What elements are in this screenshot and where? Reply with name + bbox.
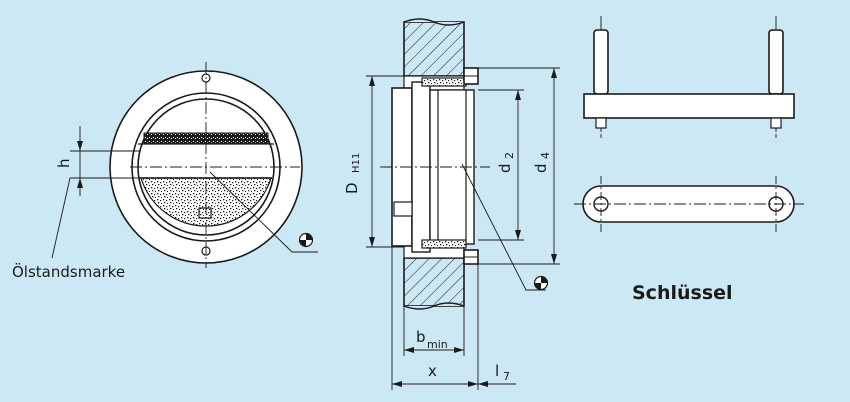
h-arrow-top <box>77 141 83 151</box>
key-stub-left <box>595 117 607 129</box>
d4-arrow-top <box>551 68 557 78</box>
b-label: b <box>416 328 426 346</box>
d2-sub-label: 2 <box>503 152 516 159</box>
b-arrow-left <box>404 347 414 353</box>
d4-arrow-bottom <box>551 254 557 264</box>
bottom-tab <box>198 207 212 219</box>
front-symbol-leader <box>209 171 318 253</box>
x-label: x <box>428 362 437 380</box>
D-label: D <box>343 182 361 194</box>
D-arrow-bottom <box>369 237 375 247</box>
wall-break-top <box>403 18 465 26</box>
oil-level-mark-label: Ölstandsmarke <box>12 262 125 281</box>
l7-sub-label: 7 <box>503 370 510 383</box>
flange-tab <box>393 201 413 217</box>
wall-lower <box>403 257 465 307</box>
d4-label: d <box>532 163 550 173</box>
section-symbol-leader <box>461 163 546 291</box>
d2-label: d <box>496 163 514 173</box>
key-bar-side <box>583 93 795 119</box>
front-view <box>51 62 318 268</box>
d4-sub-label: 4 <box>539 152 552 159</box>
wall-upper <box>403 21 465 77</box>
key-drawing <box>574 16 804 232</box>
seal-top <box>421 77 467 87</box>
D-tolerance-label: H11 <box>351 153 362 173</box>
h-label: h <box>55 158 73 168</box>
key-pin-left <box>593 29 609 95</box>
d2-arrow-top <box>515 90 521 100</box>
key-bar-top <box>582 185 795 223</box>
oil-mark-leader <box>51 177 71 259</box>
key-pin-right <box>768 29 784 95</box>
b-sub-label: min <box>427 338 448 351</box>
section-view <box>366 18 560 390</box>
l7-label: l <box>495 362 499 380</box>
h-arrow-bottom <box>77 178 83 188</box>
D-arrow-top <box>369 76 375 86</box>
x-arrow-right <box>468 381 478 387</box>
x-arrow-left <box>392 381 402 387</box>
seal-bottom <box>421 239 467 249</box>
wall-break-bottom <box>403 302 465 310</box>
front-position-symbol-fill <box>299 233 313 247</box>
d2-arrow-bottom <box>515 230 521 240</box>
b-arrow-right <box>454 347 464 353</box>
section-position-symbol-fill <box>534 276 548 290</box>
key-stub-right <box>770 117 782 129</box>
l7-arrow <box>478 381 488 387</box>
key-label: Schlüssel <box>632 282 733 304</box>
